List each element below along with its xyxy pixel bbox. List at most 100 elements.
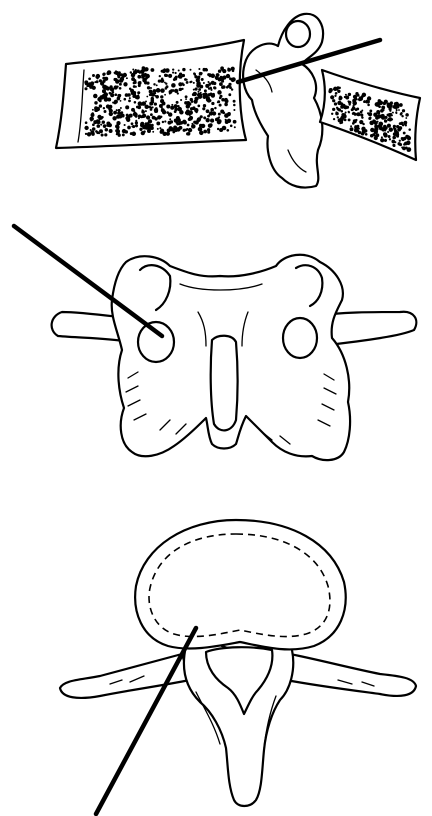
stipple-dot <box>217 90 221 94</box>
stipple-dot <box>356 130 359 133</box>
stipple-dot <box>374 125 378 129</box>
stipple-dot <box>234 126 236 128</box>
stipple-dot <box>202 107 205 110</box>
stipple-dot <box>221 98 225 102</box>
stipple-dot <box>405 117 407 119</box>
stipple-dot <box>368 117 371 120</box>
stipple-dot <box>123 82 127 86</box>
stipple-dot <box>397 142 400 145</box>
stipple-dot <box>355 108 358 111</box>
stipple-dot <box>334 95 336 97</box>
stipple-dot <box>129 114 133 118</box>
stipple-dot <box>148 119 152 123</box>
stipple-dot <box>361 110 363 112</box>
stipple-dot <box>405 113 409 117</box>
stipple-dot <box>125 117 128 120</box>
stipple-dot <box>167 128 171 132</box>
stipple-dot <box>392 112 394 114</box>
stipple-dot <box>338 97 341 100</box>
stipple-dot <box>348 118 351 121</box>
stipple-dot <box>399 140 401 142</box>
stipple-dot <box>343 105 347 109</box>
stipple-dot <box>101 133 104 136</box>
stipple-dot <box>135 120 137 122</box>
stipple-dot <box>197 76 200 79</box>
stipple-dot <box>191 124 196 129</box>
stipple-dot <box>140 115 143 118</box>
stipple-dot <box>209 123 213 127</box>
stipple-dot <box>226 129 229 132</box>
stipple-dot <box>375 135 377 137</box>
stipple-dot <box>210 108 214 112</box>
stipple-dot <box>203 116 206 119</box>
stipple-dot <box>367 104 370 107</box>
stipple-dot <box>403 132 406 135</box>
stipple-dot <box>345 94 347 96</box>
needle-into-vertebral-body <box>96 628 196 814</box>
stipple-dot <box>104 110 107 113</box>
stipple-dot <box>190 69 192 71</box>
stipple-dot <box>133 85 136 88</box>
stipple-dot <box>357 112 361 116</box>
stipple-dot <box>132 132 136 136</box>
stipple-dot <box>96 77 98 79</box>
stipple-dot <box>221 86 224 89</box>
stipple-dot <box>109 129 113 133</box>
stipple-dot <box>143 69 145 71</box>
stipple-dot <box>207 73 210 76</box>
stipple-dot <box>354 125 358 129</box>
stipple-dot <box>198 127 203 132</box>
stipple-dot <box>150 126 154 130</box>
stipple-dot <box>96 131 99 134</box>
stipple-dot <box>145 110 147 112</box>
stipple-dot <box>188 102 192 106</box>
stipple-dot <box>137 75 141 79</box>
stipple-dot <box>337 116 339 118</box>
stipple-dot <box>359 120 363 124</box>
stipple-dot <box>188 128 192 132</box>
stipple-dot <box>213 82 216 85</box>
stipple-dot <box>125 93 129 97</box>
stipple-dot <box>231 77 235 81</box>
stipple-dot <box>365 133 368 136</box>
stipple-dot <box>202 93 205 96</box>
stipple-dot <box>84 126 88 130</box>
stipple-dot <box>169 118 171 120</box>
stipple-dot <box>97 97 101 101</box>
stipple-dot <box>387 124 391 128</box>
stipple-dot <box>151 97 154 100</box>
stipple-dot <box>144 73 147 76</box>
stipple-dot <box>109 108 111 110</box>
stipple-dot <box>383 109 385 111</box>
stipple-dot <box>193 82 195 84</box>
stipple-dot <box>104 93 107 96</box>
lateral-posterior-element <box>243 14 323 188</box>
stipple-dot <box>205 84 209 88</box>
stipple-dot <box>374 121 378 125</box>
stipple-dot <box>218 69 221 72</box>
stipple-dot <box>165 68 169 72</box>
stipple-dot <box>180 99 182 101</box>
stipple-dot <box>201 78 204 81</box>
stipple-dot <box>350 127 354 131</box>
stipple-dot <box>384 140 386 142</box>
axial-view <box>60 520 416 814</box>
stipple-dot <box>227 68 229 70</box>
stipple-dot <box>185 95 188 98</box>
stipple-dot <box>214 107 216 109</box>
stipple-dot <box>142 109 144 111</box>
stipple-dot <box>216 78 218 80</box>
stipple-dot <box>113 111 117 115</box>
stipple-dot <box>138 81 142 85</box>
stipple-dot <box>113 78 116 81</box>
stipple-dot <box>172 72 174 74</box>
stipple-dot <box>209 111 213 115</box>
stipple-dot <box>195 120 199 124</box>
stipple-dot <box>361 116 363 118</box>
stipple-dot <box>129 88 132 91</box>
stipple-dot <box>123 76 125 78</box>
stipple-dot <box>104 133 107 136</box>
stipple-dot <box>139 128 142 131</box>
stipple-dot <box>118 109 121 112</box>
stipple-dot <box>393 104 398 109</box>
